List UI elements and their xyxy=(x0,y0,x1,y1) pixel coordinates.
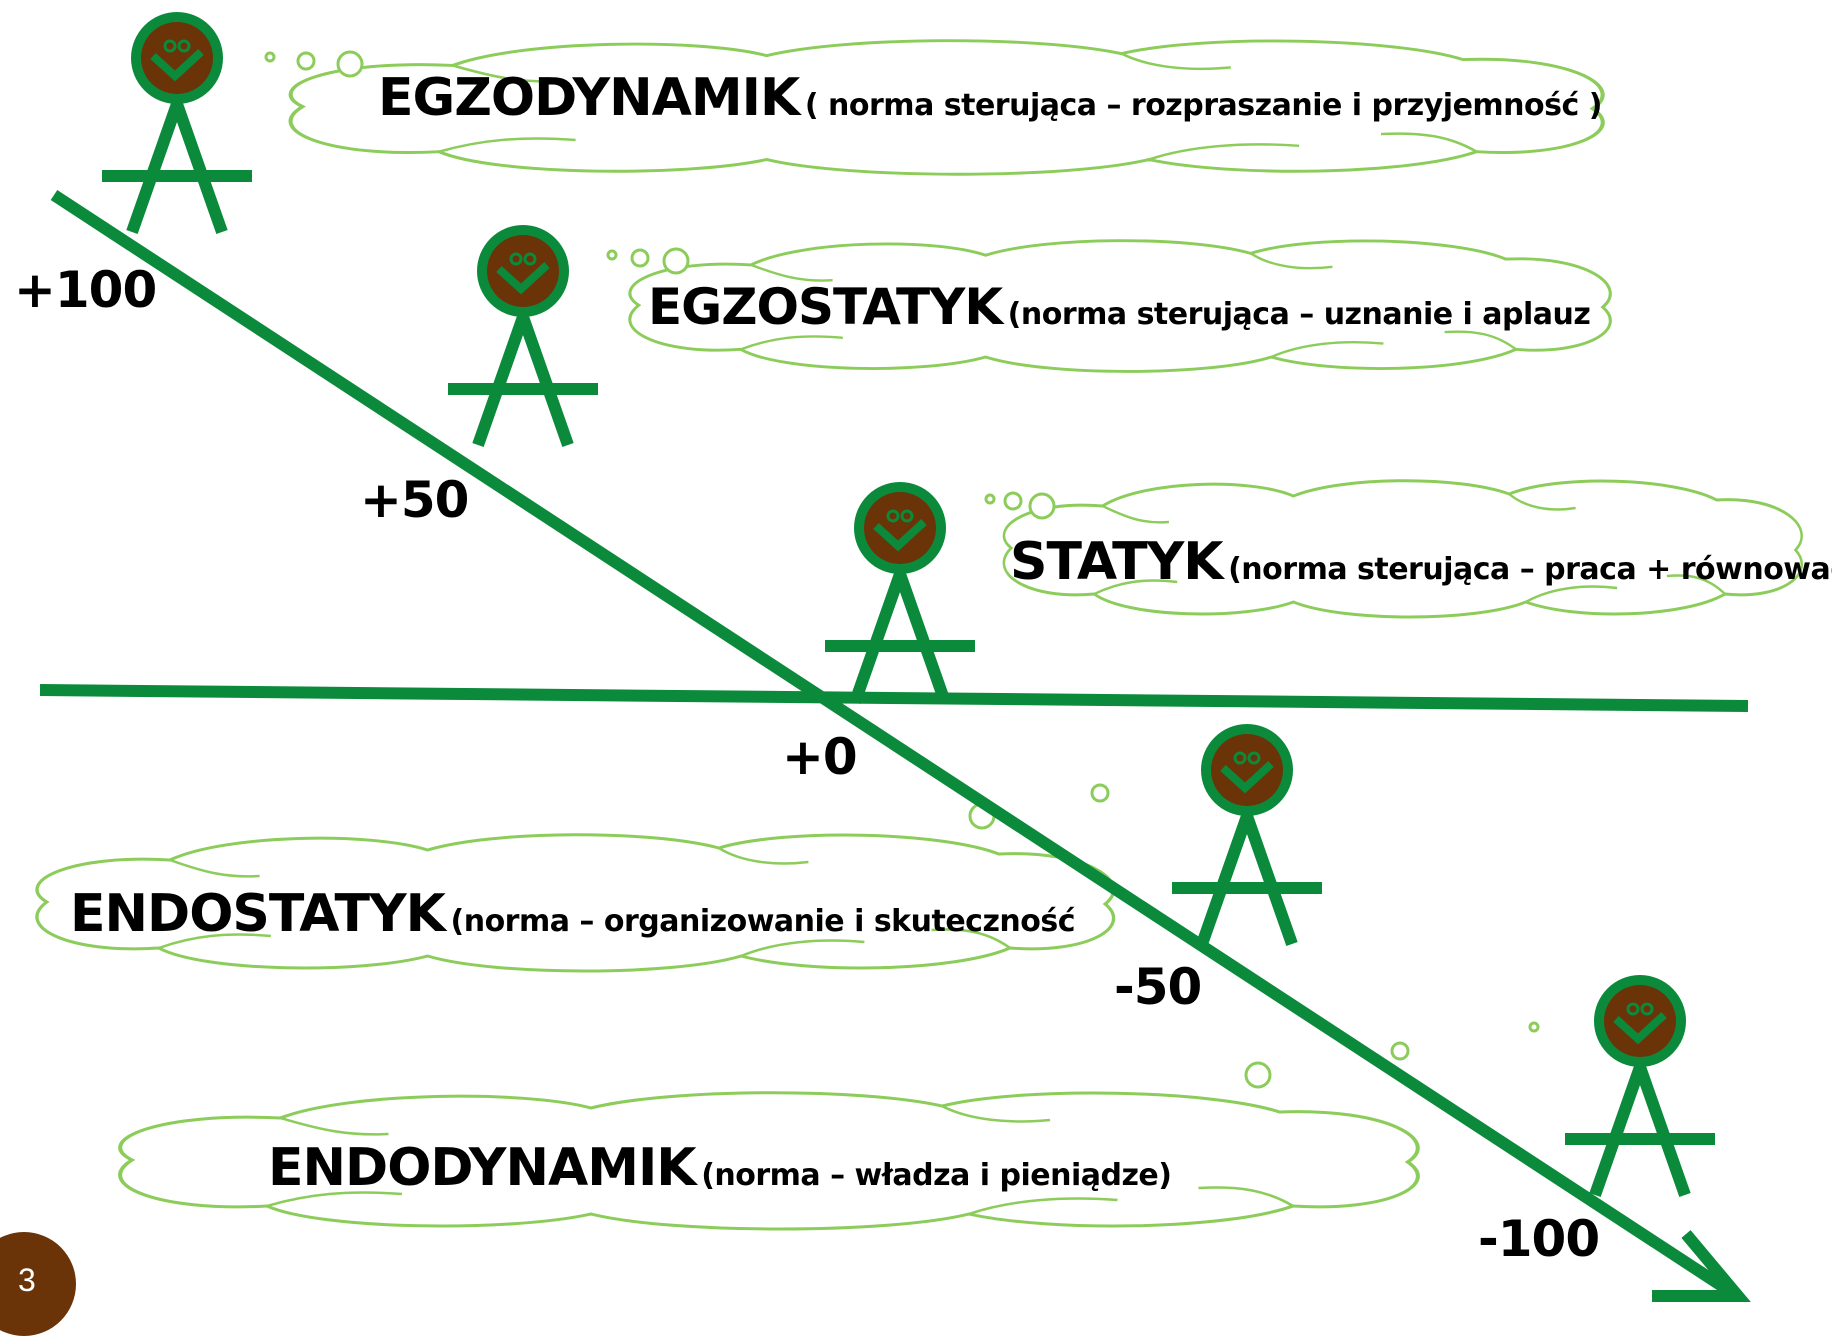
label-statyk: STATYK (norma sterująca – praca + równow… xyxy=(1010,536,1832,588)
type-norm: (norma – władza i pieniądze) xyxy=(701,1158,1172,1193)
type-norm: (norma sterująca – praca + równowaga) xyxy=(1228,552,1832,587)
scale-label: +100 xyxy=(14,261,157,319)
label-egzostatyk: EGZOSTATYK (norma sterująca – uznanie i … xyxy=(648,282,1591,332)
type-name: ENDOSTATYK xyxy=(70,884,446,944)
type-norm: (norma sterująca – uznanie i aplauz xyxy=(1007,297,1591,332)
page-number: 3 xyxy=(18,1262,36,1298)
scale-label: +0 xyxy=(782,728,858,786)
scale-label: +50 xyxy=(360,471,469,529)
stick-figure-icon xyxy=(1172,724,1322,944)
type-name: EGZODYNAMIK xyxy=(378,68,800,128)
stick-figure-icon xyxy=(1565,975,1715,1195)
diagonal-scale-arrow-line xyxy=(50,189,1732,1296)
scale-label: -50 xyxy=(1114,958,1202,1016)
label-endodynamik: ENDODYNAMIK (norma – władza i pieniądze) xyxy=(268,1142,1172,1194)
label-egzodynamik: EGZODYNAMIK ( norma sterująca – rozprasz… xyxy=(378,72,1602,124)
stick-figure-icon xyxy=(102,12,252,232)
thought-dots xyxy=(264,50,1540,1089)
type-norm: ( norma sterująca – rozpraszanie i przyj… xyxy=(804,88,1603,123)
type-norm: (norma – organizowanie i skuteczność xyxy=(450,904,1076,939)
scale-label: -100 xyxy=(1478,1210,1600,1268)
diagram-graphics xyxy=(35,0,1804,1302)
stick-figure-icon xyxy=(448,225,598,445)
type-name: ENDODYNAMIK xyxy=(268,1138,697,1198)
arrow-head-icon xyxy=(1652,1230,1751,1302)
type-name: EGZOSTATYK xyxy=(648,278,1003,336)
type-name: STATYK xyxy=(1010,532,1224,592)
horizontal-axis-line xyxy=(39,684,1749,712)
label-endostatyk: ENDOSTATYK (norma – organizowanie i skut… xyxy=(70,888,1076,940)
stick-figure-icon xyxy=(825,482,975,702)
